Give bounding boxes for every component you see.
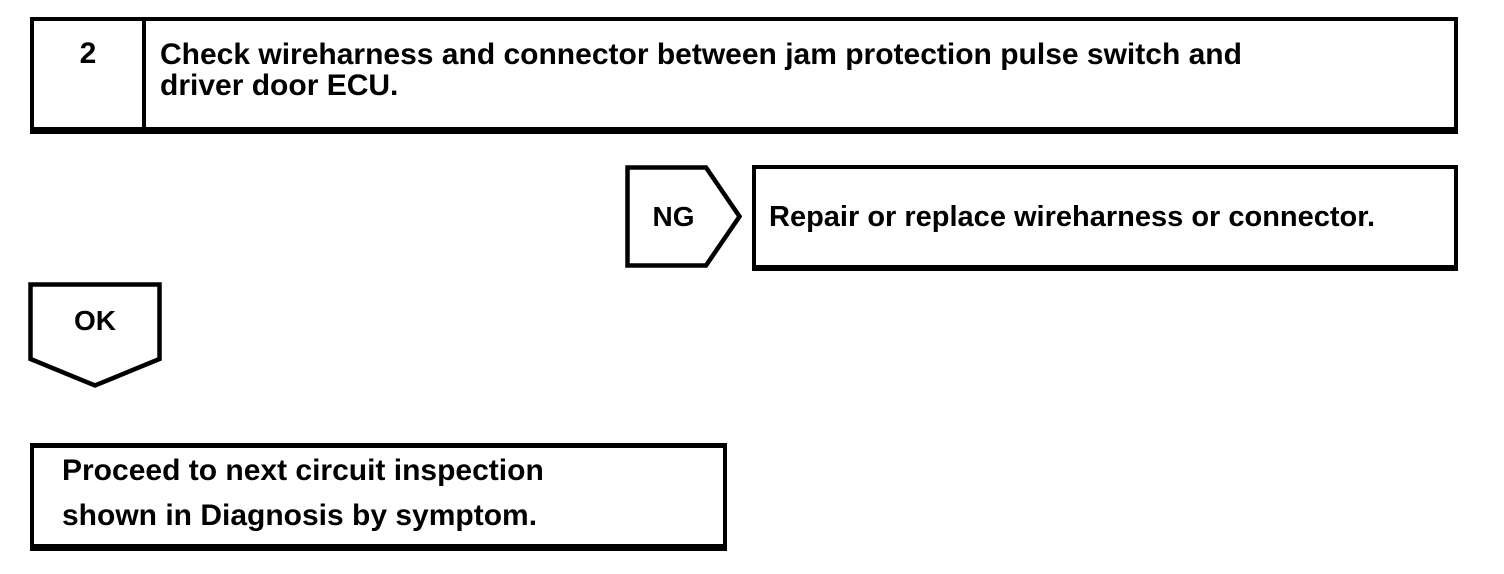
step-box: 2 Check wireharness and connector betwee… [30,17,1458,134]
step-instruction-line-2: driver door ECU. [160,69,399,102]
ok-arrow-shape-icon [28,282,162,388]
ok-result-box: Proceed to next circuit inspection shown… [30,443,727,551]
step-number: 2 [79,37,97,70]
step-instruction-line-1: Check wireharness and connector between … [160,38,1242,71]
ng-connector: NG [625,165,742,268]
ng-result-text: Repair or replace wireharness or connect… [769,200,1376,233]
ok-label: OK [74,305,116,336]
ok-result-line-2: shown in Diagnosis by symptom. [62,499,538,532]
ng-result-box: Repair or replace wireharness or connect… [752,165,1458,271]
ok-result-line-1: Proceed to next circuit inspection [62,454,544,487]
step-number-cell: 2 [34,21,146,127]
ok-connector: OK [28,282,162,388]
ng-label: NG [652,200,695,232]
ng-arrow-shape-icon [625,165,742,268]
step-instruction: Check wireharness and connector between … [146,21,1258,127]
